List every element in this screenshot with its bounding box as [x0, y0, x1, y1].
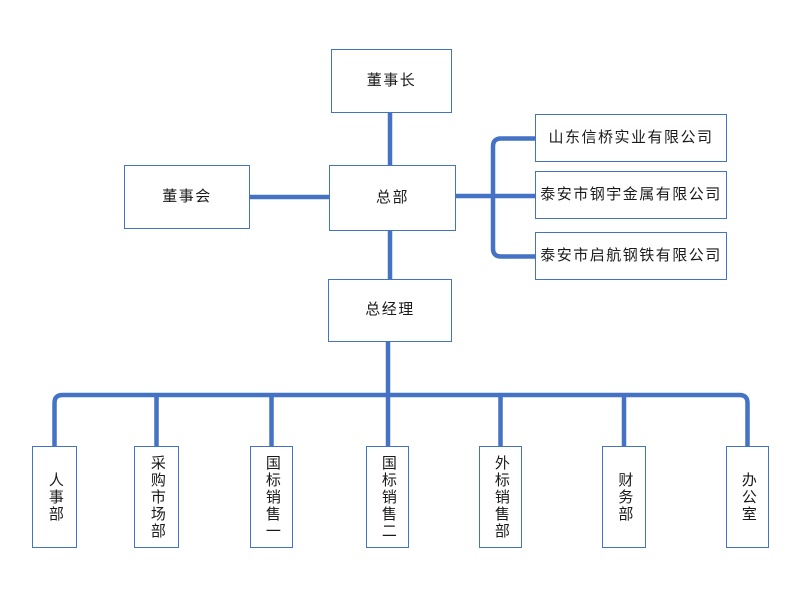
node-dept-procurement-market[interactable]: 采购市场部 [134, 446, 179, 548]
node-dept-label: 人事部 [46, 471, 64, 523]
node-dept-national-sales-1[interactable]: 国标销售一 [250, 446, 293, 548]
node-dept-office[interactable]: 办公室 [726, 446, 769, 548]
edge-hq-sub-bracket [490, 136, 535, 259]
node-dept-label: 国标销售二 [379, 454, 397, 540]
node-headquarters[interactable]: 总部 [329, 165, 456, 231]
node-chairman-label: 董事长 [366, 71, 417, 89]
node-dept-label: 采购市场部 [148, 454, 166, 540]
node-subsidiary-taian-gangyu[interactable]: 泰安市钢宇金属有限公司 [535, 171, 727, 219]
node-dept-label: 办公室 [739, 471, 757, 523]
node-headquarters-label: 总部 [375, 188, 409, 206]
node-general-manager-label: 总经理 [365, 301, 415, 319]
node-subsidiary-shandong-xinqiao[interactable]: 山东信桥实业有限公司 [535, 114, 727, 162]
node-subsidiary-label: 泰安市钢宇金属有限公司 [540, 185, 722, 203]
node-dept-label: 外标销售部 [492, 454, 510, 540]
node-dept-finance[interactable]: 财务部 [602, 446, 646, 548]
node-board-label: 董事会 [162, 187, 212, 205]
node-subsidiary-taian-qihang[interactable]: 泰安市启航钢铁有限公司 [535, 232, 727, 280]
node-board[interactable]: 董事会 [124, 165, 250, 229]
node-subsidiary-label: 泰安市启航钢铁有限公司 [540, 246, 722, 264]
node-dept-national-sales-2[interactable]: 国标销售二 [366, 446, 409, 548]
node-subsidiary-label: 山东信桥实业有限公司 [548, 128, 714, 146]
node-dept-label: 国标销售一 [263, 454, 281, 540]
node-dept-hr[interactable]: 人事部 [32, 446, 77, 548]
node-dept-label: 财务部 [616, 471, 634, 523]
node-dept-external-sales[interactable]: 外标销售部 [479, 446, 522, 548]
edge-dept-rail [52, 392, 750, 446]
node-general-manager[interactable]: 总经理 [328, 279, 452, 342]
node-chairman[interactable]: 董事长 [331, 49, 452, 113]
